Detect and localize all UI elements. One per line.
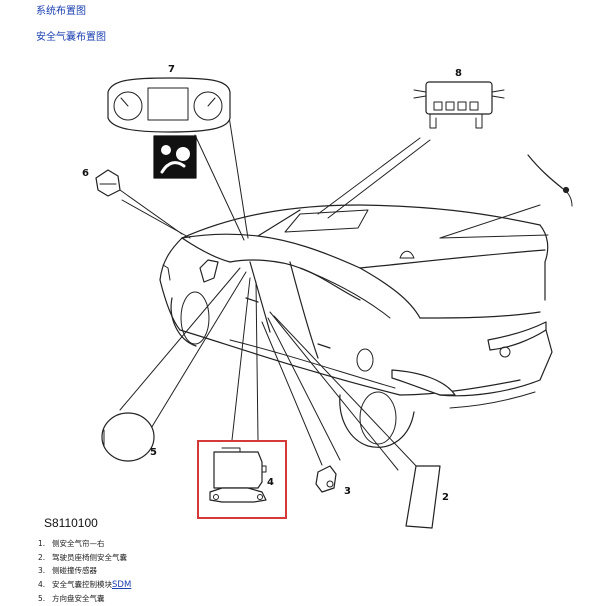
impact-sensor-icon bbox=[315, 465, 337, 493]
legend-item: 1.侧安全气帘—右 bbox=[38, 539, 105, 548]
sdm-link[interactable]: SDM bbox=[112, 579, 132, 590]
front-sensor-icon bbox=[95, 169, 121, 197]
roof-airbag-module-icon bbox=[413, 81, 505, 129]
figure-code: S8110100 bbox=[44, 516, 98, 530]
legend-list: 1.侧安全气帘—右 2.驾驶员座椅侧安全气囊 3.侧碰撞传感器 4.安全气囊控制… bbox=[38, 537, 131, 606]
callout-3: 3 bbox=[344, 486, 351, 497]
curtain-airbag-icon bbox=[527, 154, 573, 207]
callout-7: 7 bbox=[168, 64, 175, 75]
airbag-warning-icon bbox=[153, 135, 197, 179]
callout-5: 5 bbox=[150, 447, 157, 458]
seat-airbag-icon bbox=[405, 465, 441, 529]
leader-lines bbox=[119, 109, 549, 471]
airbag-layout-link[interactable]: 安全气囊布置图 bbox=[36, 32, 106, 43]
legend-item: 5.方向盘安全气囊 bbox=[38, 594, 105, 603]
system-layout-link[interactable]: 系统布置图 bbox=[36, 6, 86, 17]
callout-2: 2 bbox=[442, 492, 449, 503]
sdm-highlight-box bbox=[197, 440, 287, 519]
legend-item: 2.驾驶员座椅侧安全气囊 bbox=[38, 552, 127, 562]
legend-item: 4.安全气囊控制模块SDM bbox=[38, 579, 132, 590]
steering-wheel-airbag-icon bbox=[101, 412, 155, 462]
callout-8: 8 bbox=[455, 68, 462, 79]
callout-6: 6 bbox=[82, 168, 89, 179]
callout-4: 4 bbox=[267, 477, 274, 488]
sdm-module-icon bbox=[209, 447, 267, 503]
legend-item: 3.侧碰撞传感器 bbox=[38, 566, 97, 575]
instrument-cluster-icon bbox=[107, 77, 231, 133]
car-body bbox=[159, 204, 553, 448]
